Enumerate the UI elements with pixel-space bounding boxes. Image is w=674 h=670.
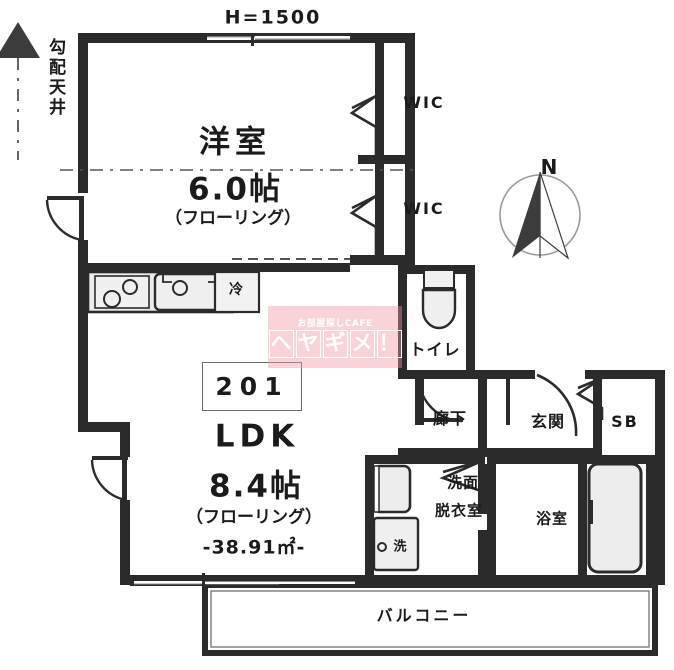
room-label-wic-lower: WIC xyxy=(403,199,445,218)
room-label-ldk: LDK xyxy=(214,418,300,455)
toilet-room xyxy=(398,265,475,375)
room-label-wic-upper: WIC xyxy=(403,93,445,112)
dimension-label-h1500: H=1500 xyxy=(224,6,322,29)
vanity-sink xyxy=(372,464,412,514)
unit-number-label: 201 xyxy=(215,372,289,401)
sloped-ceiling-indicator xyxy=(0,22,415,171)
room-flooring-ldk: （フローリング） xyxy=(186,507,322,528)
room-size-bedroom: 6.0帖 xyxy=(188,171,282,208)
room-label-balcony: バルコニー xyxy=(376,606,472,625)
room-label-washroom-line2: 脱衣室 xyxy=(434,501,484,520)
door-bedroom xyxy=(45,196,84,242)
door-entrance xyxy=(506,373,578,437)
window-top xyxy=(203,33,415,46)
room-label-corridor: 廊下 xyxy=(432,409,468,428)
washing-machine-pan xyxy=(372,516,420,572)
room-label-bathroom: 浴室 xyxy=(535,509,569,528)
room-label-shoebox: SB xyxy=(611,412,639,431)
unit-number-box: 201 xyxy=(202,362,302,411)
kitchen-counter xyxy=(86,270,234,314)
compass-north-label: N xyxy=(540,155,558,179)
room-size-ldk: 8.4帖 xyxy=(209,468,303,505)
bathtub xyxy=(587,462,643,574)
room-label-genkan: 玄関 xyxy=(530,412,566,431)
balcony xyxy=(130,573,658,656)
door-wic-lower xyxy=(349,194,378,258)
door-shoebox xyxy=(575,376,604,420)
door-ldk xyxy=(90,456,128,502)
sloped-ceiling-label: 勾配天井 xyxy=(45,38,65,118)
corridor-walls xyxy=(398,370,478,457)
door-wic-upper xyxy=(349,94,378,155)
door-corridor xyxy=(417,377,463,423)
room-label-toilet: トイレ xyxy=(409,340,461,359)
door-bathroom xyxy=(439,458,485,494)
fixture-label-washing-machine: 洗 xyxy=(393,539,407,555)
room-label-bedroom: 洋室 xyxy=(199,124,271,161)
room-label-washroom-line1: 洗面 xyxy=(446,473,480,492)
fixture-label-refrigerator: 冷 xyxy=(229,282,243,298)
compass xyxy=(499,171,581,260)
room-area-ldk: -38.91㎡- xyxy=(202,536,306,559)
room-flooring-bedroom: （フローリング） xyxy=(165,208,301,229)
bathroom-walls xyxy=(487,455,656,580)
refrigerator xyxy=(213,270,261,314)
